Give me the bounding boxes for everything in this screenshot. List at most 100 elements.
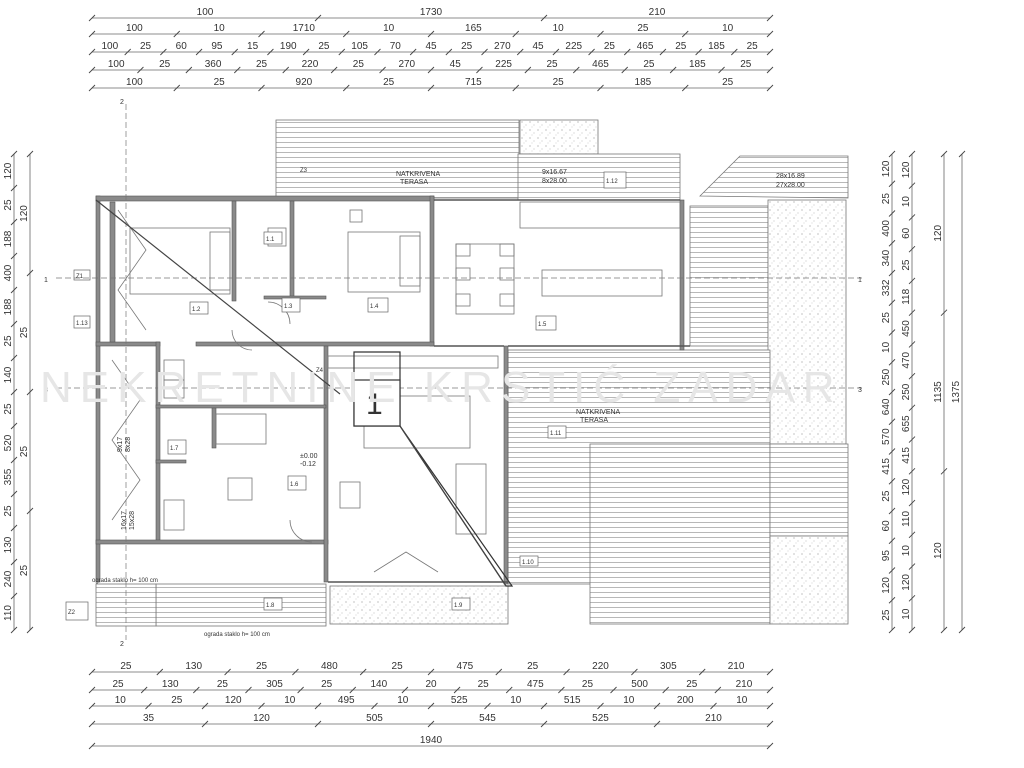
dimension-label: 400 (881, 220, 892, 237)
room-tag: 1.12 (606, 179, 618, 185)
dimension-label: 10 (383, 23, 395, 34)
dimension-label: 120 (933, 225, 944, 242)
dimension-label: 470 (901, 351, 912, 368)
dimension-label: 25 (392, 661, 404, 672)
kitchen-counter (519, 201, 681, 229)
dimension-label: 10 (115, 695, 127, 706)
dimension-label: 25 (881, 193, 892, 205)
dimension-label: 110 (901, 511, 912, 527)
dimension-label: 25 (19, 565, 30, 577)
dimension-label: 45 (425, 41, 437, 52)
dimension-label: 220 (592, 661, 609, 672)
furniture (111, 201, 681, 573)
room-tags (65, 171, 627, 621)
dimension-label: 450 (901, 320, 912, 337)
stair-label-b-2: 15x28 (129, 511, 136, 530)
dimension-label: 60 (176, 41, 188, 52)
section-mark-3-right: 3 (858, 387, 862, 394)
dimension-label: 25 (747, 41, 759, 52)
dimension-label: 25 (547, 59, 559, 70)
dimension-label: 120 (881, 577, 892, 594)
dimension-label: 505 (366, 713, 383, 724)
window-size-b-1: 28x16.89 (776, 173, 805, 180)
dimension-label: 340 (881, 249, 892, 266)
dimension-label: 25 (3, 403, 14, 415)
garden-right-upper (767, 199, 847, 445)
dimension-label: 105 (351, 41, 368, 52)
section-mark-3-left: 3 (44, 387, 48, 394)
level-zero: ±0.00 (300, 453, 318, 460)
dimension-label: 120 (3, 162, 14, 179)
dimension-label: 200 (677, 695, 694, 706)
dimension-label: 25 (321, 679, 333, 690)
dimension-label: 25 (461, 41, 473, 52)
dimension-label: 20 (425, 679, 437, 690)
dimension-label: 25 (140, 41, 152, 52)
dimension-label: 190 (280, 41, 297, 52)
room-tag: 1.1 (266, 237, 275, 243)
dimension-label: 60 (881, 520, 892, 532)
covered-terrace-upper-label-1: NATKRIVENA (396, 171, 441, 178)
dimension-label: 15 (247, 41, 259, 52)
section-mark-1-right: 1 (858, 277, 862, 284)
dimension-label: 25 (722, 77, 734, 88)
dimension-label: 100 (126, 23, 143, 34)
dimension-label: 415 (881, 458, 892, 475)
dimension-label: 480 (321, 661, 338, 672)
dimension-label: 25 (553, 77, 565, 88)
dimension-label: 210 (649, 7, 666, 18)
section-mark-1-left: 1 (44, 277, 48, 284)
dimension-label: 25 (318, 41, 330, 52)
window-size-a-1: 9x16.67 (542, 169, 567, 176)
dimension-label: 10 (901, 545, 912, 557)
dimension-label: 270 (398, 59, 415, 70)
dimension-label: 500 (631, 679, 648, 690)
dimension-label: 210 (728, 661, 745, 672)
dimension-chain-left: 1202518840018825140255203552513024011012… (3, 150, 34, 634)
section-mark-2-bottom: 2 (120, 641, 124, 648)
dimension-label: 100 (101, 41, 118, 52)
room-tag: 1.10 (522, 560, 534, 566)
dimension-label: 1940 (420, 735, 443, 746)
dimension-label: 130 (185, 661, 202, 672)
dimension-label: 305 (660, 661, 677, 672)
dimension-label: 25 (582, 679, 594, 690)
dimension-label: 225 (565, 41, 582, 52)
dimension-label: 185 (689, 59, 706, 70)
dimension-label: 100 (197, 7, 214, 18)
room-tag: Z4 (316, 368, 324, 374)
dimension-label: 25 (214, 77, 226, 88)
fence-note-1: ograda staklo h= 100 cm (92, 578, 158, 584)
stair-label-b-1: 16x17 (121, 511, 128, 530)
bed-right (347, 231, 421, 293)
dimension-label: 332 (881, 279, 892, 296)
dimension-label: 25 (686, 679, 698, 690)
terrace-stairs-right (769, 443, 849, 537)
dimension-label: 465 (637, 41, 654, 52)
terrace-stairs-top (699, 155, 849, 199)
stair-label-a-1: 9x17 (117, 437, 124, 452)
dimension-label: 220 (302, 59, 319, 70)
dimension-label: 120 (901, 478, 912, 495)
dimension-label: 225 (495, 59, 512, 70)
dimension-label: 25 (171, 695, 183, 706)
dimension-label: 210 (736, 679, 753, 690)
dining-table (455, 243, 515, 315)
dimension-label: 10 (397, 695, 409, 706)
dimension-label: 120 (19, 205, 30, 222)
dimension-label: 120 (881, 160, 892, 177)
dimension-label: 45 (450, 59, 462, 70)
plan-labels: NATKRIVENA TERASA NATKRIVENA TERASA 9x16… (40, 99, 862, 648)
dimension-label: 525 (451, 695, 468, 706)
room-tag: 1.2 (192, 307, 201, 313)
garden-right-lower (769, 535, 849, 625)
dimension-label: 1730 (420, 7, 443, 18)
dimension-label: 545 (479, 713, 496, 724)
dimension-label: 25 (113, 679, 125, 690)
dimension-label: 100 (108, 59, 125, 70)
dimension-label: 25 (217, 679, 229, 690)
dimension-label: 25 (527, 661, 539, 672)
terrace-bottom-left (155, 583, 327, 627)
